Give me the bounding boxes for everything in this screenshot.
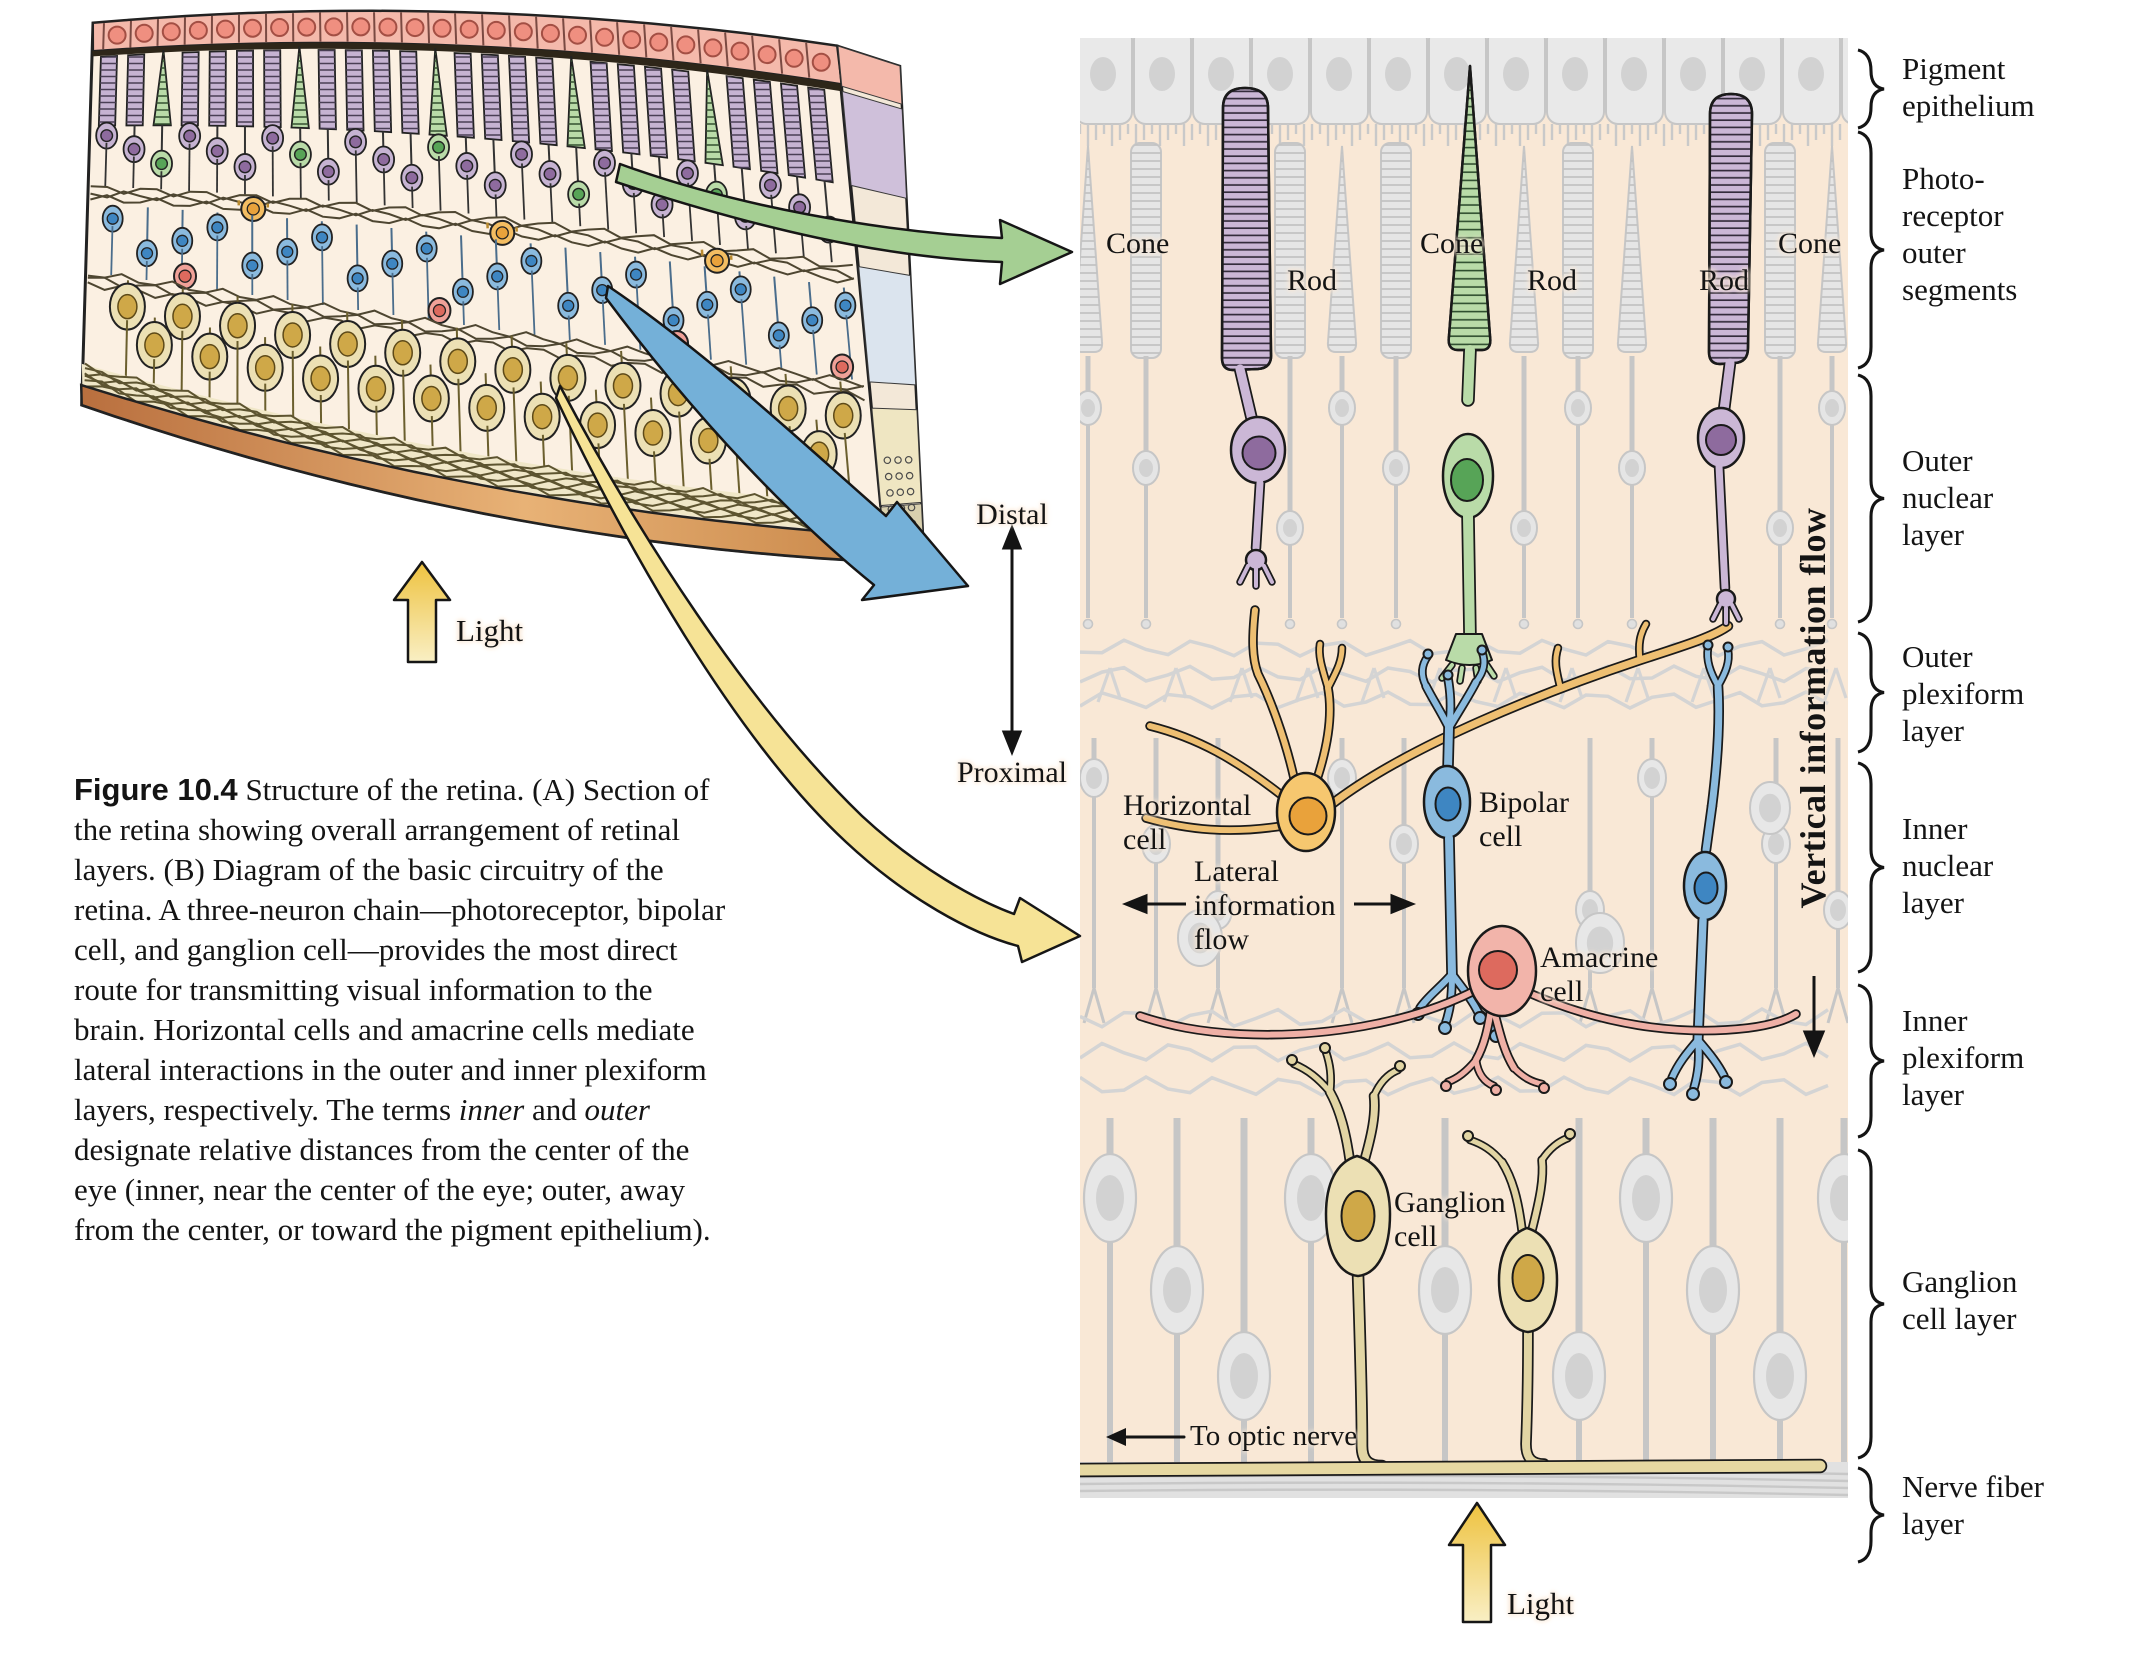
amacrine-nucleus xyxy=(1478,950,1518,990)
proximal-label: Proximal xyxy=(957,756,1067,789)
brace-photoreceptor-outer-segments xyxy=(1857,130,1885,370)
ganglion-nucleus xyxy=(1340,1190,1376,1242)
brace-inner-nuclear-layer xyxy=(1857,761,1885,974)
brace-outer-nuclear-layer xyxy=(1857,373,1885,624)
ganglion-nucleus xyxy=(1511,1254,1545,1302)
brace-ganglion-cell-layer xyxy=(1857,1148,1885,1460)
rod-label-3: Rod xyxy=(1699,264,1750,297)
flow-gauges xyxy=(1001,523,1826,1058)
light-arrow-panel-b xyxy=(1447,1501,1507,1624)
cone-label-left: Cone xyxy=(1106,227,1170,260)
horizontal-cell xyxy=(1141,605,1734,853)
brace-nerve-fiber-layer xyxy=(1857,1466,1885,1564)
figure-caption: Figure 10.4 Structure of the retina. (A)… xyxy=(74,772,726,1247)
panel-a-retina-section xyxy=(79,9,926,564)
bipolar-cell-second xyxy=(1663,639,1734,1101)
optic-nerve-axon-band xyxy=(1080,1458,1828,1478)
light-arrow-panel-a xyxy=(392,560,452,664)
rod-photoreceptor-right xyxy=(1696,92,1754,627)
arrow-to-ganglion-layer xyxy=(554,384,1082,964)
arrow-to-photoreceptors xyxy=(614,162,1074,286)
cone-label-middle: Cone xyxy=(1420,227,1484,260)
panel-b-circuit-diagram xyxy=(1080,38,1848,1498)
to-optic-nerve-arrow xyxy=(1106,1428,1186,1446)
bipolar-cell-main xyxy=(1411,644,1503,1043)
distal-label: Distal xyxy=(976,498,1048,531)
arrow-to-inner-retina xyxy=(604,284,970,602)
cone-photoreceptor-middle xyxy=(1438,64,1498,685)
brace-outer-plexiform-layer xyxy=(1857,631,1885,754)
horizontal-cell-nucleus xyxy=(1288,796,1328,836)
vertical-information-flow-label: Vertical information flow xyxy=(1793,507,1833,909)
layer-braces xyxy=(1857,48,1885,1564)
rod-label-2: Rod xyxy=(1527,264,1578,297)
light-label-panel-a: Light xyxy=(456,613,524,648)
rod-nucleus xyxy=(1241,435,1277,471)
brace-inner-plexiform-layer xyxy=(1857,983,1885,1139)
brace-pigment-epithelium xyxy=(1857,48,1885,130)
ganglion-cell-second xyxy=(1462,1128,1576,1470)
bipolar-nucleus xyxy=(1434,786,1462,822)
lateral-flow-label: Lateral information flow xyxy=(1194,855,1336,956)
bipolar-nucleus xyxy=(1693,871,1719,905)
retina-section-art xyxy=(79,9,926,564)
rod-nucleus xyxy=(1705,424,1737,456)
cone-label-right: Cone xyxy=(1778,227,1842,260)
amacrine-cell xyxy=(1135,924,1801,1096)
cone-nucleus xyxy=(1450,458,1484,502)
light-label-panel-b: Light xyxy=(1507,1586,1575,1621)
rod-label-1: Rod xyxy=(1287,264,1338,297)
rod-photoreceptor-left xyxy=(1220,86,1287,590)
to-optic-nerve-label: To optic nerve xyxy=(1190,1420,1358,1452)
